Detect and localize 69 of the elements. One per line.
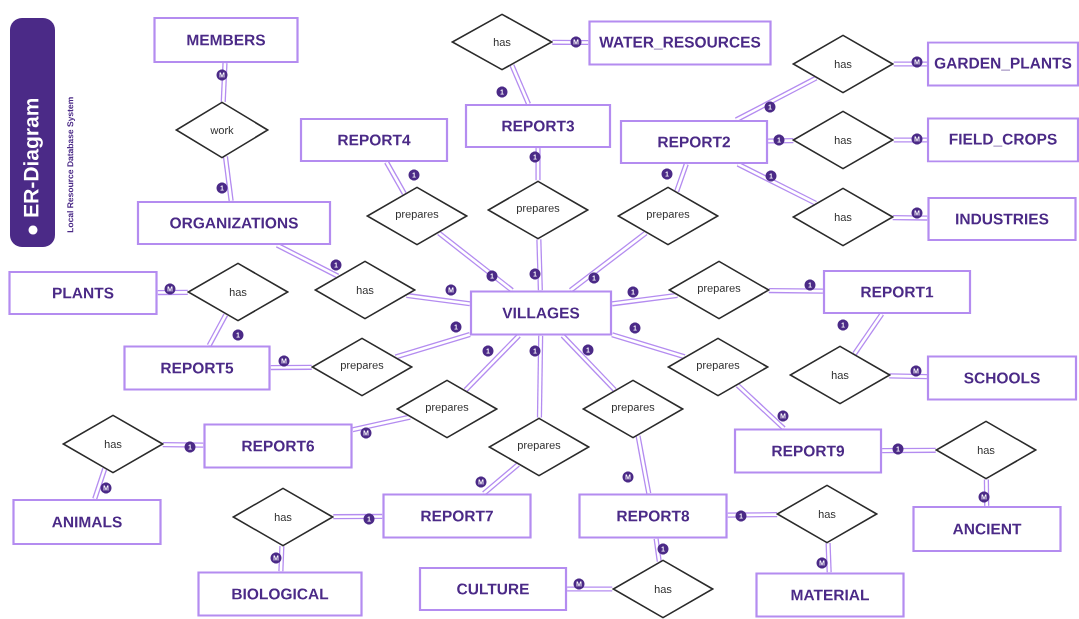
connector — [727, 512, 778, 518]
entity-box: WATER_RESOURCES — [588, 20, 772, 66]
connector — [635, 435, 652, 494]
connector — [509, 64, 531, 105]
entity-box: BIOLOGICAL — [197, 571, 363, 617]
entity-box: VILLAGES — [469, 290, 613, 336]
connector — [482, 462, 520, 496]
entity-box: REPORT1 — [822, 269, 972, 315]
entity-box: FIELD_CROPS — [926, 117, 1079, 163]
connector — [536, 239, 543, 291]
connector — [892, 215, 928, 221]
connector — [157, 289, 188, 296]
entity-box: REPORT7 — [382, 493, 532, 539]
connector — [889, 373, 927, 380]
connector — [882, 447, 936, 454]
connector — [552, 39, 589, 46]
connector — [983, 479, 990, 506]
connector — [162, 442, 204, 448]
connector — [222, 156, 234, 202]
connector — [735, 383, 786, 431]
connector — [437, 231, 514, 293]
connector — [384, 160, 407, 195]
entity-box: MEMBERS — [153, 16, 299, 64]
connector — [536, 335, 544, 418]
connector — [92, 468, 108, 500]
entity-box: REPORT6 — [203, 423, 353, 469]
connector — [735, 75, 818, 123]
entity-box: REPORT3 — [464, 103, 612, 149]
connector — [893, 137, 927, 143]
connector — [768, 138, 794, 144]
connector — [736, 161, 817, 206]
entity-box: CULTURE — [418, 566, 568, 612]
entity-box: MATERIAL — [755, 572, 905, 618]
connector — [276, 242, 340, 279]
connector — [567, 586, 613, 592]
entity-box: PLANTS — [8, 270, 158, 316]
connector — [406, 292, 471, 307]
entity-box: ORGANIZATIONS — [136, 200, 332, 246]
connector — [270, 364, 312, 371]
entity-box: GARDEN_PLANTS — [926, 41, 1079, 87]
connector — [220, 62, 228, 103]
subtitle: Local Resource Database System — [67, 97, 75, 233]
title-tab: ER-Diagram — [10, 18, 55, 247]
connector — [653, 538, 662, 562]
connector — [278, 546, 285, 572]
connector — [394, 331, 471, 360]
entity-box: INDUSTRIES — [927, 196, 1077, 242]
connector — [333, 513, 383, 520]
entity-box: REPORT2 — [619, 119, 769, 165]
entity-box: REPORT5 — [123, 345, 271, 391]
connector — [611, 332, 686, 360]
connector — [535, 148, 541, 181]
connector — [768, 287, 823, 294]
connector — [893, 61, 927, 67]
connector — [206, 313, 229, 347]
connector — [352, 414, 411, 433]
connector — [560, 333, 617, 392]
entity-box: SCHOOLS — [926, 355, 1078, 401]
entity-box: ANCIENT — [912, 505, 1062, 553]
entity-box: REPORT8 — [578, 493, 728, 539]
connector — [611, 292, 678, 307]
entity-box: REPORT9 — [733, 428, 883, 474]
connector — [569, 230, 648, 293]
connector — [674, 163, 689, 193]
entity-box: REPORT4 — [299, 117, 449, 163]
connector — [463, 333, 521, 392]
connector — [852, 312, 884, 356]
connector — [825, 543, 832, 573]
entity-box: ANIMALS — [12, 498, 162, 546]
